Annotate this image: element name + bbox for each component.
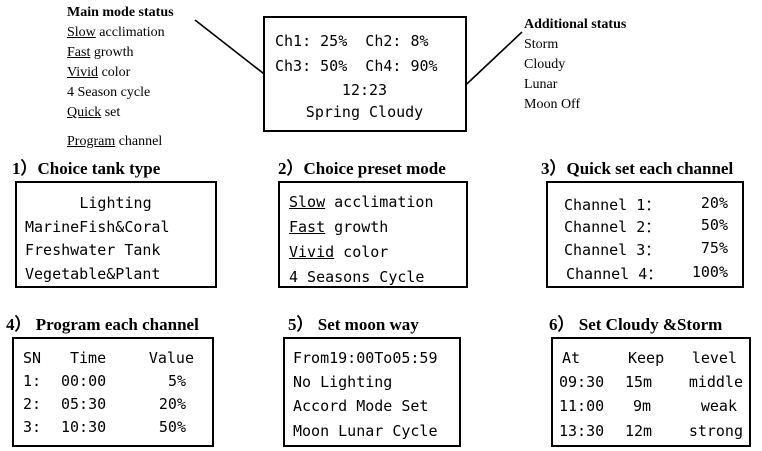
additional-status-item: Moon Off xyxy=(524,97,581,112)
panel-4-value: 20% xyxy=(158,395,186,413)
panel-5-line: No Lighting xyxy=(293,373,393,391)
panel-3-value: 20% xyxy=(700,194,728,212)
panel-5-line: Accord Mode Set xyxy=(293,397,429,415)
panel-3-quick-set: Channel 1： 20% Channel 2： 50% Channel 3：… xyxy=(546,181,744,288)
panel-6-keep: 9m xyxy=(633,397,652,415)
panel-2-line: 4 Seasons Cycle xyxy=(289,268,425,286)
additional-status-item: Lunar xyxy=(524,77,558,92)
panel-6-keep: 12m xyxy=(625,422,653,440)
panel-2-line: Slow acclimation xyxy=(289,193,434,211)
panel-3-value: 50% xyxy=(700,216,728,234)
display-row-1: Ch1: 25% Ch2: 8% xyxy=(275,32,429,50)
panel-3-value: 75% xyxy=(700,239,728,257)
panel-1-tank-type: Lighting MarineFish&Coral Freshwater Tan… xyxy=(15,181,217,288)
panel-4-value: 5% xyxy=(167,372,186,390)
panel-6-level: strong xyxy=(688,422,743,440)
display-mode: Spring Cloudy xyxy=(305,103,424,121)
panel-4-time: 05:30 xyxy=(61,395,107,413)
panel-4-value: 50% xyxy=(158,418,186,436)
panel-4-header-time: Time xyxy=(70,349,107,367)
panel-6-header-keep: Keep xyxy=(628,349,665,367)
additional-status-title: Additional status xyxy=(524,17,627,32)
main-status-item: Quick set xyxy=(67,105,121,120)
panel-6-title: 6） Set Cloudy &Storm xyxy=(549,315,723,334)
display-time: 12:23 xyxy=(341,81,388,99)
panel-3-value: 100% xyxy=(691,263,728,281)
panel-6-at: 13:30 xyxy=(559,422,605,440)
main-status-item: Fast growth xyxy=(67,45,134,60)
panel-3-channel: Channel 4： xyxy=(566,265,663,283)
panel-6-cloudy-storm: At Keep level 09:30 15m middle 11:00 9m … xyxy=(551,337,751,447)
panel-1-line: Vegetable&Plant xyxy=(25,265,161,283)
panel-6-level: middle xyxy=(688,373,743,391)
display-row-2: Ch3: 50% Ch4: 90% xyxy=(275,57,438,75)
panel-5-title: 5） Set moon way xyxy=(288,315,419,334)
panel-5-line: Moon Lunar Cycle xyxy=(293,422,438,440)
panel-2-line: Fast growth xyxy=(289,218,389,236)
panel-6-level: weak xyxy=(700,397,737,415)
program-channel-label: Program channel xyxy=(67,134,163,149)
main-status-item: Slow acclimation xyxy=(67,25,165,40)
panel-4-header-value: Value xyxy=(148,349,194,367)
additional-status-item: Storm xyxy=(524,37,559,52)
panel-2-line: Vivid color xyxy=(289,243,389,261)
panel-3-channel: Channel 3： xyxy=(564,241,661,259)
main-status-item: Vivid color xyxy=(67,65,131,80)
panel-2-preset-mode: Slow acclimation Fast growth Vivid color… xyxy=(278,181,468,288)
panel-2-title: 2）Choice preset mode xyxy=(278,159,446,178)
panel-6-header-level: level xyxy=(691,349,737,367)
panel-5-line: From19:00To05:59 xyxy=(293,349,438,367)
panel-6-header-at: At xyxy=(562,349,581,367)
panel-1-line: Lighting xyxy=(79,194,152,212)
panel-1-line: MarineFish&Coral xyxy=(25,218,170,236)
panel-4-time: 00:00 xyxy=(61,372,107,390)
additional-status-item: Cloudy xyxy=(524,57,566,72)
panel-4-sn: 1: xyxy=(23,372,42,390)
main-status-legend: Main mode status Slow acclimation Fast g… xyxy=(67,3,174,123)
panel-4-title: 4） Program each channel xyxy=(6,315,199,334)
panel-4-header-sn: SN xyxy=(23,349,42,367)
panel-4-sn: 2: xyxy=(23,395,42,413)
panel-3-title: 3）Quick set each channel xyxy=(541,159,734,178)
main-status-item: 4 Season cycle xyxy=(67,85,151,100)
panel-3-channel: Channel 2： xyxy=(564,218,661,236)
panel-4-time: 10:30 xyxy=(61,418,107,436)
main-status-title: Main mode status xyxy=(67,5,174,20)
panel-3-channel: Channel 1： xyxy=(564,196,661,214)
panel-1-line: Freshwater Tank xyxy=(25,241,161,259)
panel-6-at: 11:00 xyxy=(559,397,605,415)
additional-status-legend: Additional status Storm Cloudy Lunar Moo… xyxy=(524,15,626,115)
panel-4-sn: 3: xyxy=(23,418,42,436)
panel-5-moon-way: From19:00To05:59 No Lighting Accord Mode… xyxy=(283,337,461,447)
panel-4-program: SN Time Value 1: 00:00 5% 2: 05:30 20% 3… xyxy=(12,337,214,447)
lcd-display: Ch1: 25% Ch2: 8% Ch3: 50% Ch4: 90% 12:23… xyxy=(263,16,467,132)
panel-6-keep: 15m xyxy=(625,373,653,391)
panel-1-title: 1）Choice tank type xyxy=(12,159,161,178)
panel-6-at: 09:30 xyxy=(559,373,605,391)
